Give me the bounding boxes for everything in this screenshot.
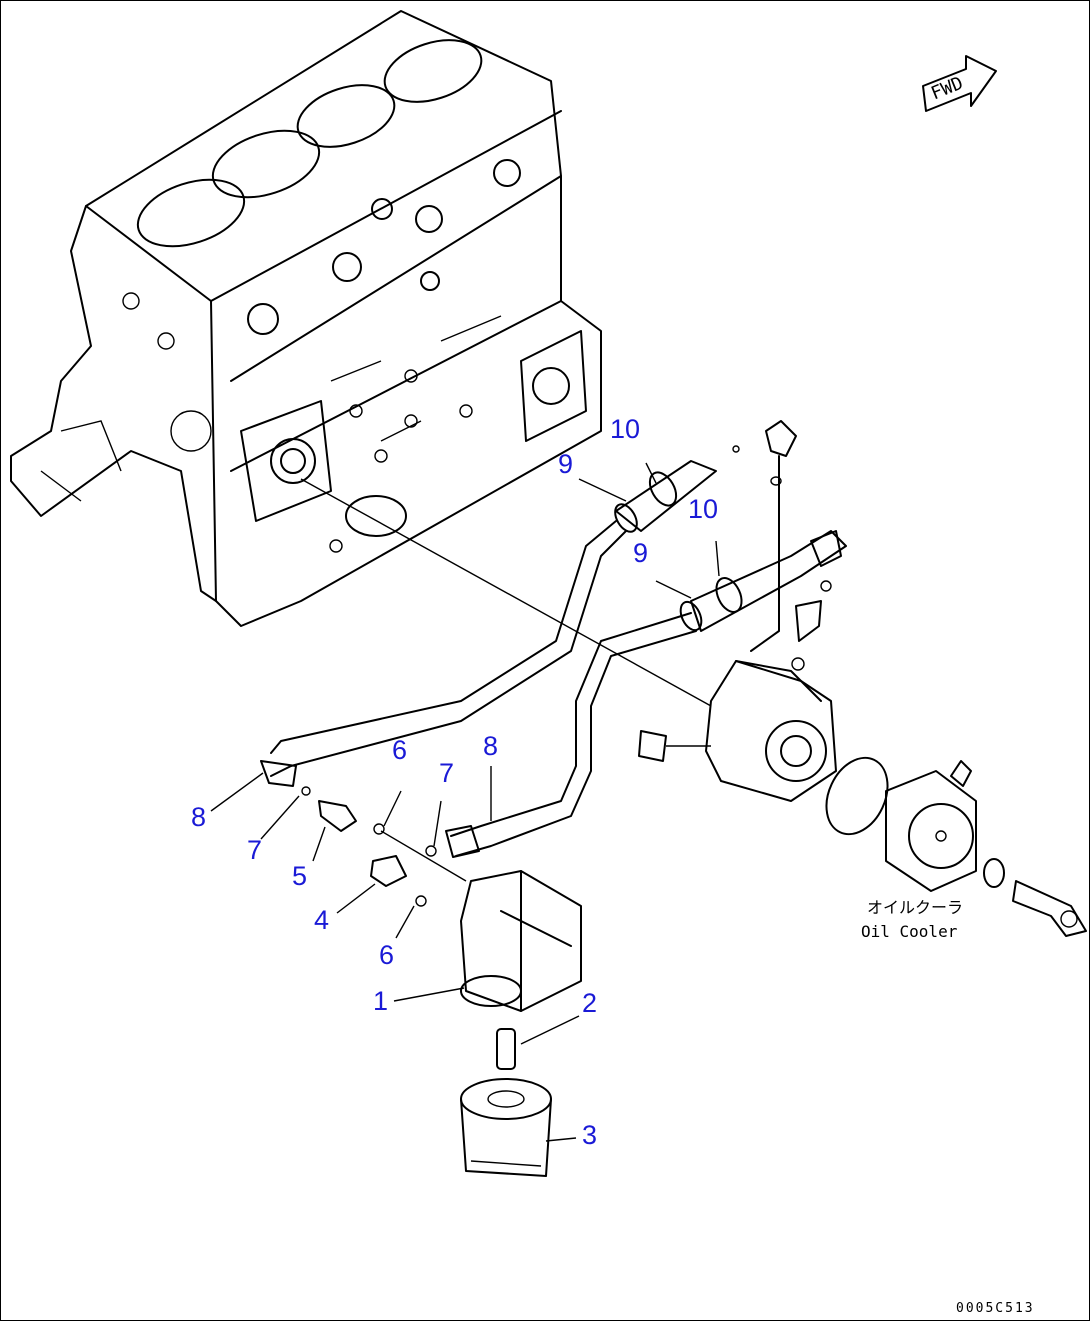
callout-10-lower: 10: [688, 494, 719, 524]
callout-8-right: 8: [483, 731, 499, 761]
callout-5: 5: [292, 861, 308, 891]
callout-2: 2: [582, 988, 598, 1018]
callout-1: 1: [373, 986, 389, 1016]
hose-b: [445, 530, 847, 858]
callout-3: 3: [582, 1120, 598, 1150]
small-fittings: [301, 786, 467, 907]
callout-6-lower: 6: [379, 940, 395, 970]
callout-9-upper: 9: [558, 449, 574, 479]
callout-lines: [210, 462, 720, 1142]
oil-cooler-housing: [638, 660, 837, 802]
callout-10-upper: 10: [610, 414, 641, 444]
reference-line: [300, 478, 712, 707]
callout-6-upper: 6: [392, 735, 408, 765]
callout-4: 4: [314, 905, 330, 935]
callout-9-lower: 9: [633, 538, 649, 568]
callout-7-right: 7: [439, 758, 455, 788]
center-bolt: [496, 1028, 516, 1070]
engine-block: [10, 10, 602, 627]
clamps: [614, 471, 743, 632]
oil-filter: [460, 1078, 552, 1177]
hose-a: [260, 460, 717, 787]
callout-7-left: 7: [247, 835, 263, 865]
filter-head: [460, 870, 582, 1012]
oil-cooler-label-jp: オイルクーラ: [867, 898, 964, 917]
fwd-arrow: [922, 55, 997, 112]
oil-cooler-label-en: Oil Cooler: [861, 922, 958, 941]
oil-cooler-unit: [825, 756, 1087, 937]
drawing-code: 0005C513: [956, 1301, 1035, 1316]
callout-8-left: 8: [191, 802, 207, 832]
elbow-fittings: [732, 420, 842, 671]
